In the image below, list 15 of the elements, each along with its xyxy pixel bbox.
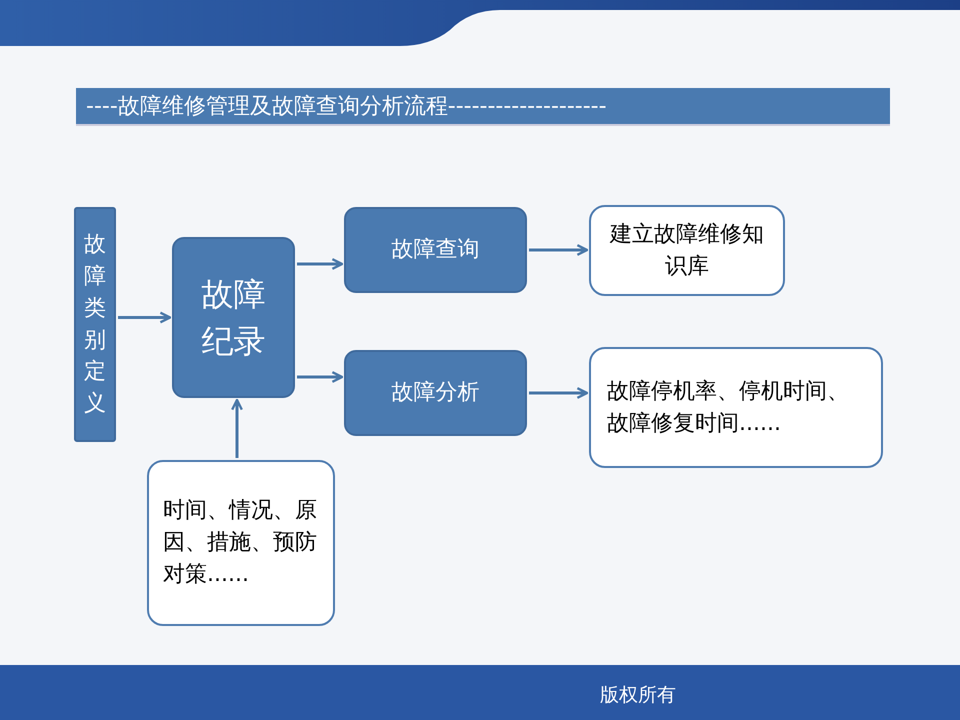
result-box: 故障停机率、停机时间、故障修复时间...... [589,347,883,468]
process-box: 故障查询 [344,207,527,293]
arrow [297,258,344,270]
process-box: 故障纪录 [172,237,295,398]
result-box: 建立故障维修知识库 [589,205,785,296]
title-bar: ----故障维修管理及故障查询分析流程-------------------- [76,88,890,126]
footer-text: 版权所有 [600,683,676,708]
arrow [118,312,172,324]
arrow [297,371,344,383]
input-box: 时间、情况、原因、措施、预防对策...... [147,460,335,626]
arrow [529,244,588,256]
arrow [231,398,243,458]
category-bar: 故障类别定义 [74,207,116,442]
process-box: 故障分析 [344,350,527,436]
arrow [529,387,588,399]
